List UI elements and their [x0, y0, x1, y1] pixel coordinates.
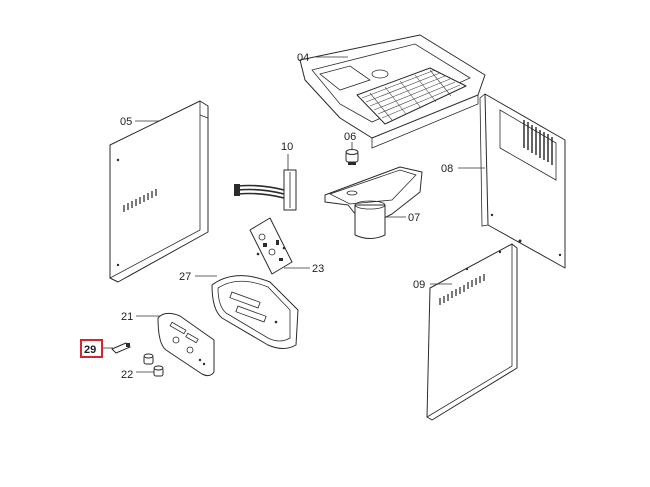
vent-slots-09: [439, 274, 485, 305]
part-21-keypad-panel[interactable]: [157, 312, 215, 377]
callout-27: 27: [179, 271, 191, 283]
part-07-reservoir[interactable]: [324, 166, 423, 239]
part-22-knob-caps[interactable]: [143, 353, 164, 377]
callout-29: 29: [84, 344, 96, 356]
part-10-wiring-harness[interactable]: [234, 169, 297, 211]
part-29-clip[interactable]: [111, 342, 131, 354]
part-04-top-cover[interactable]: [299, 34, 486, 149]
callout-07: 07: [408, 212, 420, 224]
callout-22: 22: [121, 369, 133, 381]
callout-23: 23: [312, 263, 324, 275]
callout-05: 05: [120, 116, 132, 128]
callout-08: 08: [441, 163, 453, 175]
callout-04: 04: [297, 52, 309, 64]
vent-slots-05: [123, 189, 157, 212]
part-09-front-panel[interactable]: [426, 239, 522, 421]
part-05-left-side-panel[interactable]: [109, 100, 209, 283]
drip-grid: [361, 69, 461, 121]
part-23-control-board[interactable]: [249, 217, 293, 275]
part-27-control-housing[interactable]: [211, 275, 299, 349]
callout-21: 21: [121, 311, 133, 323]
highlight-box-29: [80, 339, 103, 358]
part-08-right-side-panel[interactable]: [479, 93, 566, 269]
callout-10: 10: [281, 141, 293, 153]
part-06-knob[interactable]: [345, 149, 359, 166]
callout-06: 06: [344, 131, 356, 143]
vent-slots-08: [523, 120, 553, 165]
callout-09: 09: [413, 279, 425, 291]
